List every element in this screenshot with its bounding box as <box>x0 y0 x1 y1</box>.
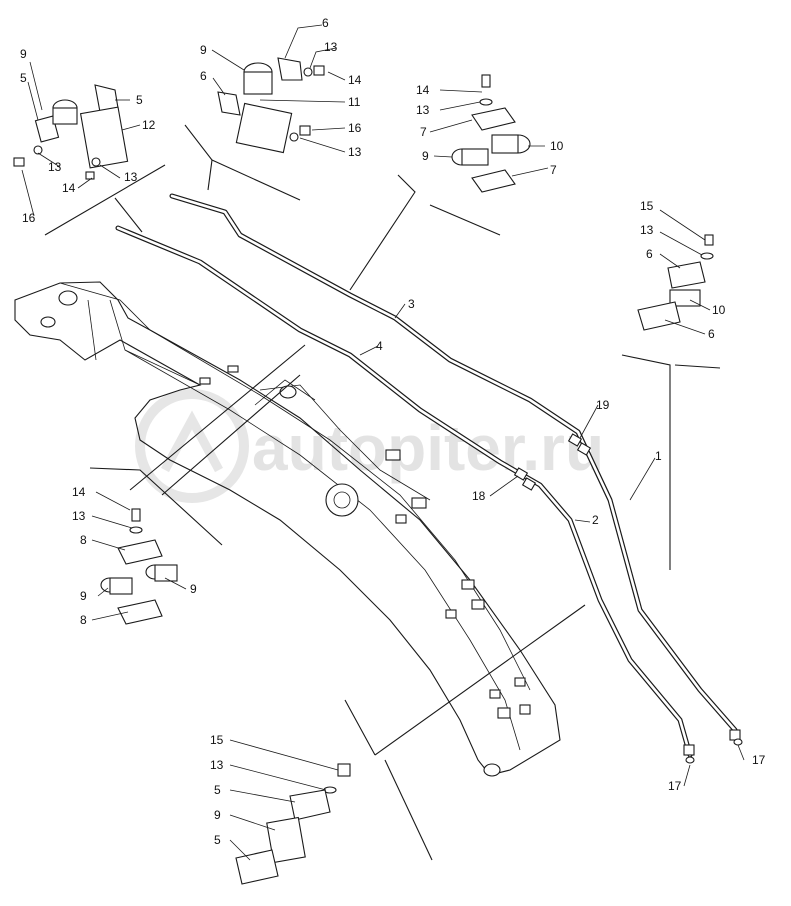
callout-label: 13 <box>210 758 224 772</box>
boom <box>14 281 561 777</box>
callout-label: 9 <box>214 808 221 822</box>
callout-label: 14 <box>62 181 76 195</box>
watermark: autopiter.ru <box>135 389 604 503</box>
callout-label: 10 <box>550 139 564 153</box>
clamp-group-bottom <box>235 763 351 885</box>
leader-lines <box>21 24 745 861</box>
callout-label: 5 <box>214 783 221 797</box>
callout-label: 13 <box>124 170 138 184</box>
callout-label: 6 <box>200 69 207 83</box>
callout-label: 9 <box>422 149 429 163</box>
callout-labels: 9 5 5 12 13 14 13 16 6 9 13 6 14 11 16 1… <box>20 16 766 847</box>
callout-label: 2 <box>592 513 599 527</box>
watermark-text: autopiter.ru <box>252 412 604 484</box>
callout-label: 15 <box>210 733 224 747</box>
callout-label: 5 <box>20 71 27 85</box>
callout-label: 9 <box>190 582 197 596</box>
pipe-3 <box>169 193 738 733</box>
section-brackets <box>44 124 721 861</box>
callout-label: 6 <box>322 16 329 30</box>
pipe-fittings <box>513 433 743 764</box>
callout-label: 4 <box>376 339 383 353</box>
callout-label: 11 <box>348 95 361 109</box>
callout-label: 6 <box>646 247 653 261</box>
callout-label: 16 <box>348 121 362 135</box>
callout-label: 9 <box>20 47 27 61</box>
callout-label: 17 <box>668 779 682 793</box>
callout-label: 14 <box>348 73 362 87</box>
clamp-group-top-left <box>13 84 129 180</box>
callout-label: 15 <box>640 199 654 213</box>
callout-label: 18 <box>472 489 486 503</box>
clamp-group-top-center <box>217 57 325 154</box>
callout-label: 7 <box>420 125 427 139</box>
callout-label: 8 <box>80 533 87 547</box>
callout-label: 12 <box>142 118 156 132</box>
callout-label: 13 <box>640 223 654 237</box>
callout-label: 3 <box>408 297 415 311</box>
callout-label: 13 <box>348 145 362 159</box>
callout-label: 17 <box>752 753 766 767</box>
callout-label: 13 <box>72 509 86 523</box>
callout-label: 13 <box>48 160 62 174</box>
callout-label: 13 <box>324 40 338 54</box>
callout-label: 14 <box>72 485 86 499</box>
callout-label: 19 <box>596 398 610 412</box>
callout-label: 5 <box>136 93 143 107</box>
callout-label: 5 <box>214 833 221 847</box>
callout-label: 14 <box>416 83 430 97</box>
clamp-group-top-right <box>451 74 531 193</box>
callout-label: 16 <box>22 211 36 225</box>
callout-label: 6 <box>708 327 715 341</box>
callout-label: 9 <box>200 43 207 57</box>
callout-label: 7 <box>550 163 557 177</box>
callout-label: 13 <box>416 103 430 117</box>
callout-label: 9 <box>80 589 87 603</box>
callout-label: 1 <box>655 449 662 463</box>
callout-label: 8 <box>80 613 87 627</box>
clamp-group-mid-left <box>100 508 178 625</box>
callout-label: 10 <box>712 303 726 317</box>
clamp-group-right <box>637 234 714 331</box>
